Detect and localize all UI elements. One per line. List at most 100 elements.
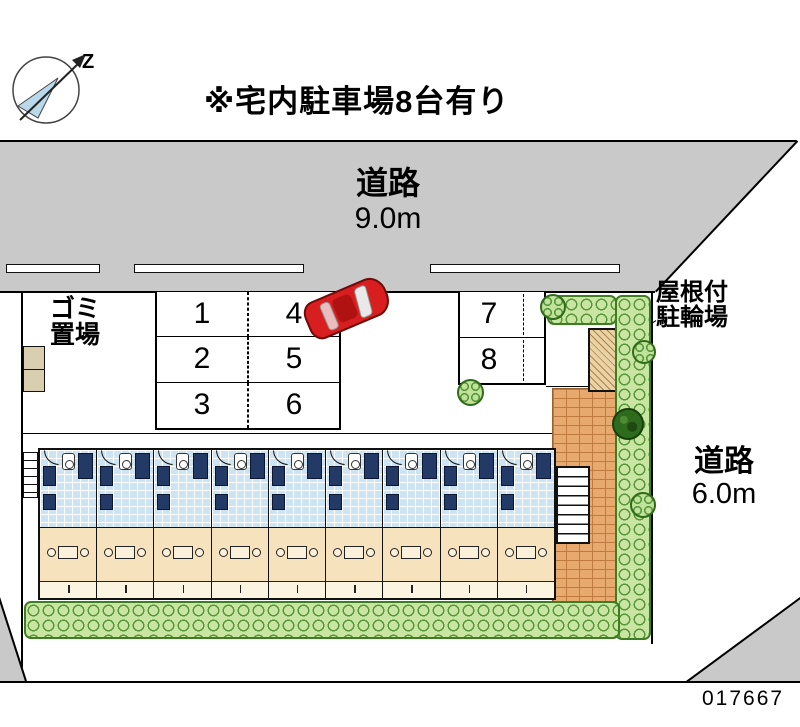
- unit-fixture-toilet: [290, 453, 304, 470]
- garbage-label-line2: 置場: [50, 321, 101, 349]
- apartment-unit: [97, 450, 155, 598]
- compass-circle: [12, 56, 80, 124]
- compass-north-letter: Z: [82, 51, 94, 73]
- unit-fixture-toilet: [233, 453, 247, 470]
- unit-balcony: [97, 581, 154, 598]
- road-right-width: 6.0m: [691, 478, 757, 510]
- unit-main-room: [97, 528, 154, 581]
- unit-main-room: [497, 528, 554, 581]
- bicycle-label-line2: 駐輪場: [656, 304, 728, 331]
- unit-fixture-toilet: [462, 453, 476, 470]
- unit-fixture-bath: [386, 494, 400, 510]
- unit-balcony: [154, 581, 211, 598]
- bicycle-label-line1: 屋根付: [656, 279, 728, 306]
- unit-fixture-bath: [100, 494, 114, 510]
- unit-fixture-bath: [214, 494, 228, 510]
- parking-space: 1: [157, 292, 248, 338]
- unit-fixture-kitchen: [135, 453, 151, 479]
- unit-main-room: [440, 528, 497, 581]
- parking-space: 4: [248, 292, 339, 338]
- unit-fixture-kitchen: [78, 453, 94, 479]
- unit-fixture-washer: [157, 466, 171, 486]
- unit-fixture-toilet: [348, 453, 362, 470]
- bush-icon: [540, 294, 566, 320]
- unit-fixture-toilet: [176, 453, 190, 470]
- site-left-boundary: [21, 292, 23, 682]
- unit-table-icon: [333, 546, 376, 559]
- unit-balcony: [211, 581, 268, 598]
- bush-icon: [630, 492, 656, 518]
- unit-fixture-kitchen: [478, 453, 494, 479]
- apartment-unit: [154, 450, 212, 598]
- unit-table-icon: [218, 546, 261, 559]
- unit-fixture-toilet: [405, 453, 419, 470]
- apartment-unit: [440, 450, 498, 598]
- unit-fixture-kitchen: [307, 453, 323, 479]
- garbage-label: ゴミ 置場: [50, 296, 100, 348]
- apartment-unit: [40, 450, 98, 598]
- site-right-boundary: [651, 292, 653, 644]
- unit-main-room: [268, 528, 326, 581]
- unit-fixture-washer: [443, 466, 457, 486]
- compass-arrow-head: [72, 54, 86, 68]
- unit-table-icon: [104, 546, 147, 559]
- compass-needle: [17, 77, 59, 119]
- road-top-label: 道路: [355, 165, 420, 201]
- lane-marking: [134, 264, 304, 273]
- unit-main-room: [40, 528, 97, 581]
- staircase: [556, 466, 590, 544]
- parking-space: 3: [157, 382, 248, 428]
- parking-block-right: 7 8: [458, 292, 546, 385]
- unit-fixture-toilet: [119, 453, 133, 470]
- bicycle-parking-label: 屋根付 駐輪場: [656, 280, 728, 330]
- unit-fixture-bath: [43, 494, 56, 510]
- unit-main-room: [326, 528, 383, 581]
- unit-fixture-kitchen: [192, 453, 208, 479]
- parking-space: 7: [460, 292, 544, 338]
- parking-space: 5: [248, 337, 339, 383]
- unit-fixture-bath: [329, 494, 343, 510]
- unit-main-room: [383, 528, 440, 581]
- road-top-width: 9.0m: [354, 202, 422, 235]
- unit-fixture-kitchen: [421, 453, 437, 479]
- apartment-building: [38, 448, 556, 600]
- unit-fixture-washer: [386, 466, 400, 486]
- unit-fixture-washer: [271, 466, 285, 486]
- unit-fixture-bath: [271, 494, 285, 510]
- compass-rose: Z: [12, 51, 94, 124]
- site-bottom-line: [0, 681, 800, 683]
- apartment-unit: [497, 450, 554, 598]
- unit-balcony: [268, 581, 326, 598]
- road-top-surface: [0, 140, 797, 292]
- unit-balcony: [326, 581, 383, 598]
- unit-balcony: [497, 581, 554, 598]
- parking-space: 6: [248, 382, 339, 428]
- walkway-line: [22, 433, 556, 434]
- compass-arrow-line: [19, 59, 83, 121]
- plan-number: 017667: [702, 687, 785, 710]
- unit-table-icon: [447, 546, 490, 559]
- unit-fixture-kitchen: [249, 453, 265, 479]
- lane-marking: [430, 264, 620, 273]
- unit-fixture-washer: [329, 466, 343, 486]
- apartment-unit: [383, 450, 441, 598]
- unit-fixture-toilet: [62, 453, 75, 470]
- unit-fixture-kitchen: [364, 453, 380, 479]
- bush-icon: [632, 340, 656, 364]
- unit-balcony: [383, 581, 440, 598]
- path-edge-line: [546, 386, 616, 387]
- unit-main-room: [211, 528, 268, 581]
- unit-fixture-bath: [500, 494, 514, 510]
- unit-fixture-washer: [43, 466, 56, 486]
- unit-fixture-bath: [157, 494, 171, 510]
- apartment-unit: [268, 450, 327, 598]
- parking-space: 8: [460, 338, 544, 384]
- garbage-label-line1: ゴミ: [50, 295, 101, 323]
- unit-balcony: [40, 581, 97, 598]
- tree-icon: [612, 408, 644, 440]
- parking-space: 2: [157, 337, 248, 383]
- apartment-unit: [211, 450, 269, 598]
- unit-balcony: [440, 581, 497, 598]
- plan-title: ※宅内駐車場8台有り: [204, 84, 510, 119]
